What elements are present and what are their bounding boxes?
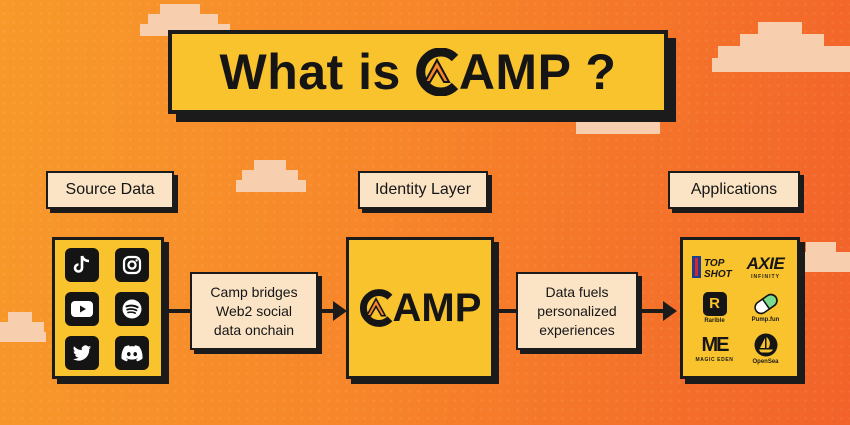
title-brand: AMP	[458, 44, 572, 100]
youtube-icon	[65, 292, 99, 326]
arrow-to-camp-icon	[333, 301, 347, 321]
source-data-label: Source Data	[46, 171, 174, 209]
rarible-logo-letter: R	[709, 295, 720, 313]
discord-icon	[115, 336, 149, 370]
magic-eden-logo: ME	[701, 334, 730, 357]
app-magic-eden: ME MAGIC EDEN	[689, 329, 740, 370]
source-data-panel	[52, 237, 164, 379]
rarible-logo-icon: R	[702, 291, 727, 316]
camp-wordmark-text: AMP	[392, 285, 482, 330]
title-prefix: What is	[219, 44, 401, 100]
fuel-description: Data fuels personalized experiences	[516, 272, 638, 350]
axie-tagline: INFINITY	[751, 273, 780, 280]
cloud-center	[236, 160, 306, 194]
cloud-right-small	[792, 242, 850, 274]
arrow-to-apps-icon	[663, 301, 677, 321]
page-title: What is AMP ?	[220, 43, 617, 101]
magic-eden-caption: MAGIC EDEN	[695, 357, 734, 364]
title-banner: What is AMP ?	[168, 30, 668, 114]
cloud-top-right	[712, 22, 850, 76]
app-pumpfun: Pump.fun	[740, 287, 791, 328]
app-axie: AXIE INFINITY	[740, 246, 791, 287]
camp-logo-icon	[359, 289, 392, 327]
opensea-logo-icon	[754, 333, 777, 357]
title-camp-wordmark: AMP	[415, 43, 572, 101]
connector-desc-to-camp	[321, 309, 335, 313]
title-suffix: ?	[585, 44, 617, 100]
pill-icon	[753, 293, 778, 315]
axie-wordmark: AXIE	[746, 253, 785, 273]
app-topshot: TOP SHOT	[689, 246, 740, 287]
pumpfun-caption: Pump.fun	[751, 316, 780, 323]
cloud-bottom-left	[0, 312, 46, 342]
camp-wordmark: AMP	[359, 285, 482, 331]
topshot-line1: TOP	[704, 258, 725, 269]
spotify-icon	[115, 292, 149, 326]
instagram-icon	[115, 248, 149, 282]
app-opensea: OpenSea	[740, 329, 791, 370]
bridge-description: Camp bridges Web2 social data onchain	[190, 272, 318, 350]
identity-layer-label: Identity Layer	[358, 171, 488, 209]
tiktok-icon	[65, 248, 99, 282]
topshot-logo-icon: TOP SHOT	[691, 255, 733, 280]
twitter-icon	[65, 336, 99, 370]
camp-logo-icon	[416, 48, 459, 96]
connector-source-to-desc	[167, 309, 191, 313]
camp-identity-panel: AMP	[346, 237, 494, 379]
connector-camp-to-desc	[497, 309, 517, 313]
connector-desc-to-apps	[641, 309, 665, 313]
cloud-right-middle	[576, 112, 660, 138]
applications-panel: TOP SHOT AXIE INFINITY R Rarible Pump.fu…	[680, 237, 800, 379]
topshot-line2: SHOT	[704, 269, 733, 280]
rarible-caption: Rarible	[704, 317, 725, 324]
opensea-caption: OpenSea	[752, 359, 779, 366]
applications-label: Applications	[668, 171, 800, 209]
app-rarible: R Rarible	[689, 287, 740, 328]
